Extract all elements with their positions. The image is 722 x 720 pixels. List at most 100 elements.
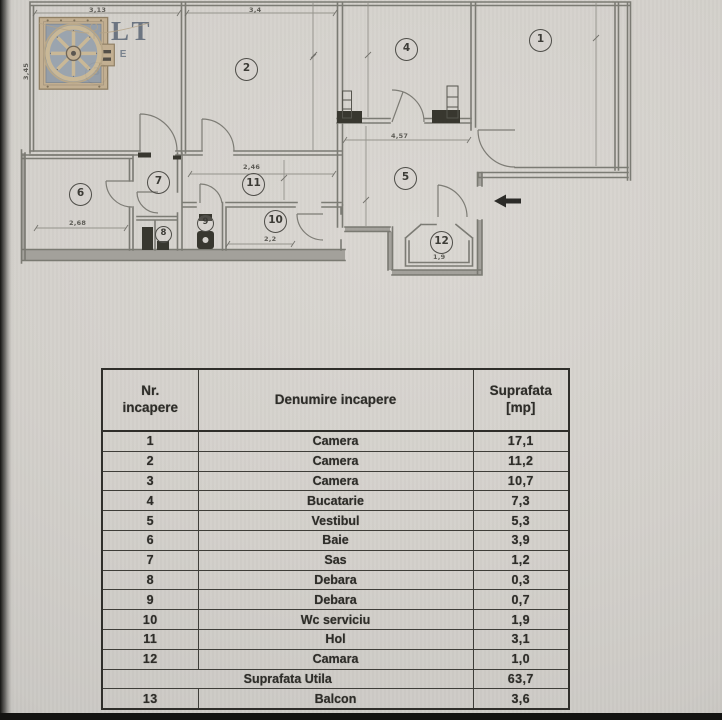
cell-nr: 6 (101, 529, 199, 551)
room-number: 9 (202, 217, 209, 227)
vault-estate-watermark: VAULT ESTATE (36, 16, 152, 90)
cell-area: 1,0 (472, 648, 570, 670)
dimension-label: 2,68 (69, 219, 87, 227)
room-number: 7 (154, 175, 163, 187)
cell-area: 7,3 (472, 490, 570, 512)
entrance-arrow-icon (494, 194, 521, 208)
room-number: 10 (268, 214, 283, 226)
dimension-label: 1,9 (433, 253, 446, 261)
brand-ornament-icon (38, 22, 150, 39)
dimension-label: 2,46 (243, 163, 261, 171)
room-area-table: Nr. incapere Denumire incapere Suprafata… (101, 368, 570, 711)
cell-nr: 7 (101, 549, 199, 571)
room-number: 6 (76, 187, 85, 199)
total-label: Suprafata Utila (101, 668, 474, 690)
room-number-badge: 4 (395, 38, 418, 61)
cell-area: 1,9 (472, 609, 570, 630)
cell-name: Camara (197, 648, 474, 670)
cell-nr: 1 (101, 430, 199, 452)
room-number: 5 (401, 171, 410, 183)
header-nr-line1: Nr. (141, 383, 160, 399)
header-area: Suprafata [mp] (472, 368, 570, 432)
cell-area: 3,1 (472, 628, 570, 650)
cell-area: 3,6 (472, 688, 570, 710)
room-number-badge: 11 (242, 173, 265, 196)
header-nr: Nr. incapere (101, 368, 199, 432)
room-number: 2 (242, 62, 251, 74)
cell-name: Bucatarie (197, 490, 474, 512)
door-arcs (105, 89, 516, 241)
header-area-line2: [mp] (506, 400, 536, 415)
dimension-label: 4,57 (391, 132, 409, 140)
walls (20, 1, 632, 276)
cell-area: 3,9 (472, 529, 570, 551)
cell-name: Hol (197, 628, 474, 650)
room-number-badge: 2 (235, 58, 258, 81)
cell-area: 11,2 (472, 450, 570, 472)
cell-nr: 5 (101, 510, 199, 531)
cell-name: Vestibul (197, 510, 474, 531)
cell-name: Baie (197, 529, 474, 551)
cell-nr: 12 (101, 648, 199, 670)
cell-name: Camera (197, 450, 474, 472)
table-row-balcon: 13 Balcon 3,6 (101, 688, 570, 710)
room-number-badge: 8 (155, 226, 172, 243)
cell-nr: 10 (101, 609, 199, 630)
room-number: 4 (402, 42, 411, 54)
dimension-label: 3,4 (249, 6, 262, 14)
cell-name: Debara (197, 589, 474, 611)
cell-area: 17,1 (472, 430, 570, 452)
room-number: 8 (160, 228, 167, 238)
cell-nr: 13 (101, 688, 199, 710)
cell-name: Camera (197, 430, 474, 452)
kitchen-cabinets (202, 85, 459, 243)
vault-door-icon (38, 16, 115, 90)
cell-nr: 11 (101, 628, 199, 650)
cell-nr: 4 (101, 490, 199, 512)
cell-nr: 8 (101, 569, 199, 591)
cell-area: 5,3 (472, 510, 570, 531)
cell-nr: 2 (101, 450, 199, 472)
dimension-label: 3,13 (89, 6, 107, 14)
table-header-row: Nr. incapere Denumire incapere Suprafata… (101, 368, 570, 432)
dimension-lines (32, 3, 600, 248)
cell-name: Camera (197, 470, 474, 492)
floor-plan-drawing (20, 1, 632, 276)
total-area: 63,7 (472, 668, 570, 690)
header-nr-line2: incapere (122, 400, 179, 415)
room-number-badge: 5 (394, 167, 417, 190)
dimension-label: 2,2 (264, 235, 277, 243)
table-total-row: Suprafata Utila 63,7 (101, 668, 570, 690)
cell-area: 0,3 (472, 569, 570, 591)
header-name: Denumire incapere (197, 368, 474, 432)
floor-plan: 1 2 3 4 5 6 7 8 9 10 11 12 3,13 3,4 3,45… (20, 1, 632, 276)
cell-area: 1,2 (472, 549, 570, 571)
cell-nr: 3 (101, 470, 199, 492)
thick-wall-fills (21, 153, 482, 275)
cell-name: Debara (197, 569, 474, 591)
room-number: 12 (434, 235, 449, 247)
scan-edge-bottom (0, 713, 722, 720)
room-number-badge: 7 (147, 171, 170, 194)
cell-nr: 9 (101, 589, 199, 611)
dimension-label: 3,45 (22, 62, 30, 80)
room-number-badge: 10 (264, 210, 287, 233)
cell-name: Wc serviciu (197, 609, 474, 630)
cell-area: 0,7 (472, 589, 570, 611)
room-number-badge: 9 (197, 215, 214, 232)
room-number: 1 (536, 33, 545, 45)
cell-name: Sas (197, 549, 474, 571)
